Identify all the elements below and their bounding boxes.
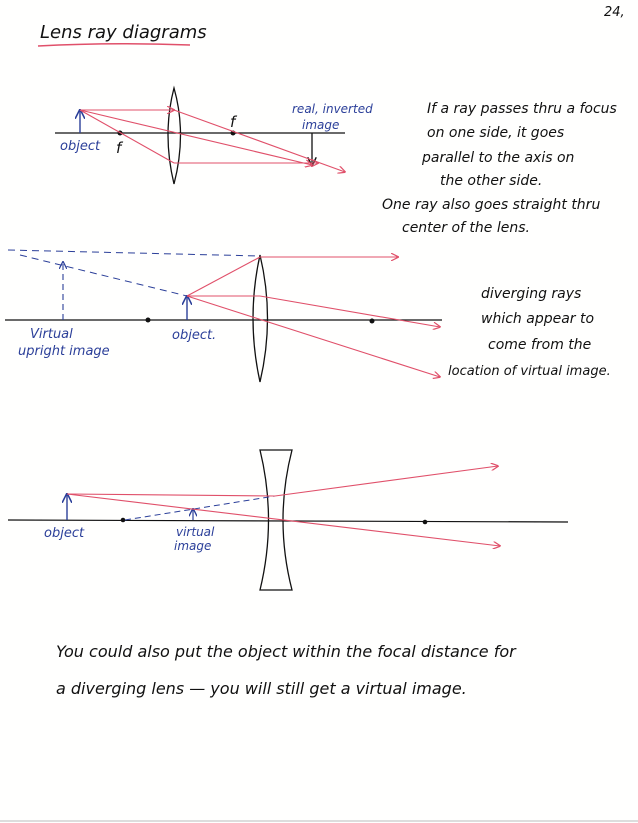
diagram-diverging-lens: object virtual image <box>7 449 569 591</box>
focal-point-right <box>369 318 375 324</box>
note1-line: on one side, it goes <box>427 125 564 141</box>
converging-lens <box>252 254 269 383</box>
ray-through-focus-out <box>259 295 440 327</box>
note1-line: parallel to the axis on <box>421 150 574 166</box>
footer-line: a diverging lens — you will still get a … <box>56 679 467 698</box>
converging-lens <box>167 85 182 185</box>
footer-note: You could also put the object within the… <box>56 642 517 698</box>
note-diagram2: diverging rays which appear to come from… <box>448 286 611 379</box>
focal-point-left <box>145 317 151 323</box>
object-label: object <box>60 139 101 154</box>
ray-parallel-in <box>66 493 276 497</box>
note-diagram1: If a ray passes thru a focus on one side… <box>382 101 617 236</box>
diverging-lens <box>259 449 293 591</box>
real-image-label-2: image <box>302 118 339 132</box>
focal-label-right: f <box>230 113 238 131</box>
page-title: Lens ray diagrams <box>40 22 207 43</box>
note2-line: diverging rays <box>481 286 581 302</box>
note1-line: center of the lens. <box>402 220 530 236</box>
ray-through-center <box>79 109 312 165</box>
diagram-converging-virtual-image: Virtual upright image object. <box>5 249 442 383</box>
virtual-image-label: Virtual <box>30 327 73 342</box>
ray-through-focus-in <box>79 109 175 164</box>
focal-point-left <box>120 517 126 523</box>
note2-line: location of virtual image. <box>448 364 611 379</box>
note1-line: If a ray passes thru a focus <box>427 101 617 117</box>
virtual-image-label-2: image <box>174 539 211 553</box>
ray-through-center <box>186 295 440 377</box>
note1-line: the other side. <box>440 173 542 189</box>
object-label: object. <box>172 328 216 343</box>
focal-point-right <box>422 519 428 525</box>
note2-line: come from the <box>488 337 591 353</box>
focal-label-left: f <box>116 139 124 157</box>
note2-line: which appear to <box>481 311 594 327</box>
object-label: object <box>44 526 85 541</box>
diagram-converging-real-image: object f f real, inverted image <box>55 85 373 185</box>
ray-through-center <box>66 493 500 546</box>
footer-line: You could also put the object within the… <box>56 642 517 661</box>
virtual-image-label-2: upright image <box>18 344 110 359</box>
ray-from-focus-in <box>186 256 261 297</box>
ray-extension-dashed <box>19 254 188 297</box>
virtual-image-label: virtual <box>176 525 215 539</box>
ray-diverging-out <box>274 466 498 497</box>
ray-extension-dashed <box>7 249 261 257</box>
real-image-label: real, inverted <box>292 102 373 116</box>
ray-extension-dashed <box>124 495 276 521</box>
note1-line: One ray also goes straight thru <box>382 197 600 213</box>
title-underline <box>37 42 191 47</box>
page-number: 24, <box>604 5 625 20</box>
